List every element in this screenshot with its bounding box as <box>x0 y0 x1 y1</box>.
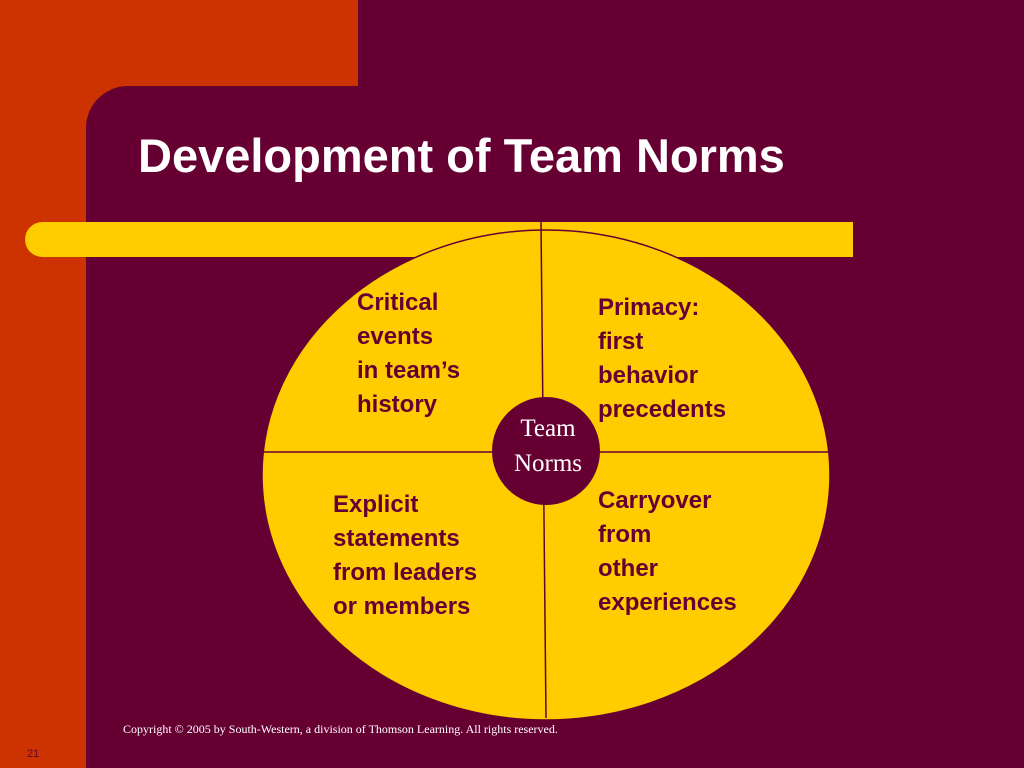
quadrant-top-right: Primacy: first behavior precedents <box>598 294 727 423</box>
page-number: 21 <box>27 748 40 760</box>
copyright-footer: Copyright © 2005 by South-Western, a div… <box>123 722 558 736</box>
center-label: Team Norms <box>513 415 583 477</box>
center-circle <box>492 397 600 505</box>
quadrant-top-left: Critical events in team’s history <box>357 289 461 418</box>
quadrant-bottom-right: Carryover from other experiences <box>598 487 737 616</box>
quadrant-bottom-left: Explicit statements from leaders or memb… <box>333 491 478 620</box>
top-accent-block <box>0 0 358 86</box>
slide-title: Development of Team Norms <box>138 129 785 182</box>
left-accent-strip <box>0 0 86 768</box>
